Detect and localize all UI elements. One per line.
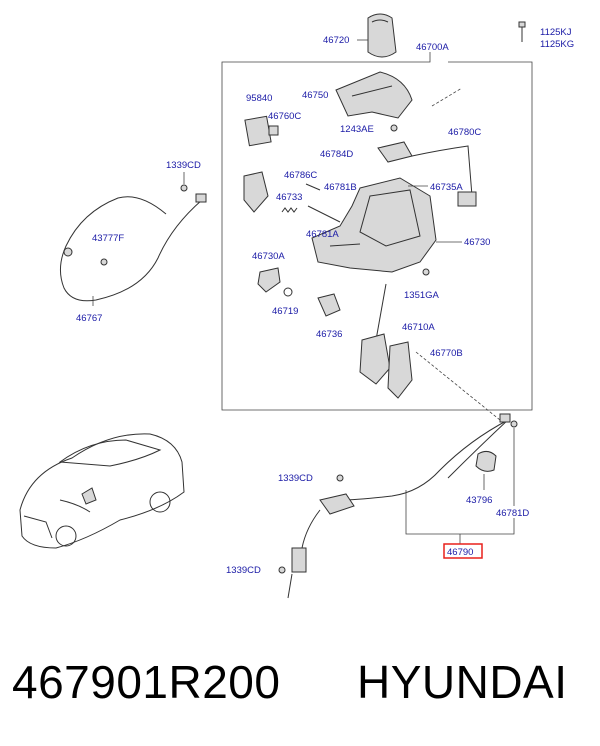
label-1243ae: 1243AE	[340, 124, 374, 135]
screw-1243ae	[390, 124, 398, 132]
cable-46767	[60, 193, 207, 302]
label-1125kj: 1125KJ	[540, 27, 572, 38]
label-46733: 46733	[276, 192, 302, 203]
label-1339cd-c: 1339CD	[226, 565, 261, 576]
label-46780c: 46780C	[448, 127, 481, 138]
bracket-46786c	[243, 171, 269, 213]
plate-46784d	[377, 141, 413, 163]
label-46786c: 46786C	[284, 170, 317, 181]
clip-46719	[283, 287, 293, 297]
cable-46780c	[411, 145, 477, 207]
label-46720: 46720	[323, 35, 349, 46]
part-46736	[317, 293, 341, 317]
brand-name: HYUNDAI	[357, 656, 568, 708]
label-1339cd-a: 1339CD	[166, 160, 201, 171]
label-46750: 46750	[302, 90, 328, 101]
label-46784d: 46784D	[320, 149, 353, 160]
spring-46733	[281, 207, 298, 213]
highlight-box	[443, 543, 483, 559]
part-number: 467901R200	[12, 656, 281, 708]
label-46781d: 46781D	[496, 508, 529, 519]
label-46790: 46790	[447, 547, 473, 558]
label-46781b: 46781B	[324, 182, 357, 193]
clip-46781d	[510, 420, 518, 428]
assembly-frame	[221, 52, 533, 411]
car-illustration	[19, 433, 185, 549]
part-46730a	[257, 267, 281, 293]
label-1351ga: 1351GA	[404, 290, 440, 301]
label-46767: 46767	[76, 313, 102, 324]
label-1339cd-b: 1339CD	[278, 473, 313, 484]
console-cover	[335, 71, 413, 119]
label-46770b: 46770B	[430, 348, 463, 359]
label-95840: 95840	[246, 93, 272, 104]
bushing-43796	[475, 450, 497, 472]
label-43796: 43796	[466, 495, 492, 506]
label-1125kg: 1125KG	[540, 39, 574, 50]
bolt-1339cd-b	[336, 474, 344, 482]
shift-lever	[359, 283, 391, 385]
nut-1351ga	[422, 268, 430, 276]
bolt-1339cd-a	[180, 184, 188, 192]
label-46735a: 46735A	[430, 182, 463, 193]
part-46770b	[387, 341, 413, 399]
label-46730: 46730	[464, 237, 490, 248]
shift-knob	[367, 13, 397, 58]
label-46730a: 46730A	[252, 251, 285, 262]
pin-46781b	[305, 183, 321, 191]
rod-46781a	[307, 205, 341, 223]
bolt-1339cd-c	[278, 566, 286, 574]
label-46736: 46736	[316, 329, 342, 340]
label-46760c: 46760C	[268, 111, 301, 122]
parts-diagram: 46720 46700A 1125KJ 1125KG 95840 46750 4…	[19, 13, 574, 599]
label-46781a: 46781A	[306, 229, 339, 240]
clip-46760c	[268, 125, 279, 136]
label-46719: 46719	[272, 306, 298, 317]
shifter-housing	[311, 177, 437, 273]
shift-cable-46790	[287, 413, 511, 599]
label-46700a: 46700A	[416, 42, 449, 53]
label-46710a: 46710A	[402, 322, 435, 333]
label-43777f: 43777F	[92, 233, 124, 244]
bolt-1125kj	[518, 21, 526, 42]
